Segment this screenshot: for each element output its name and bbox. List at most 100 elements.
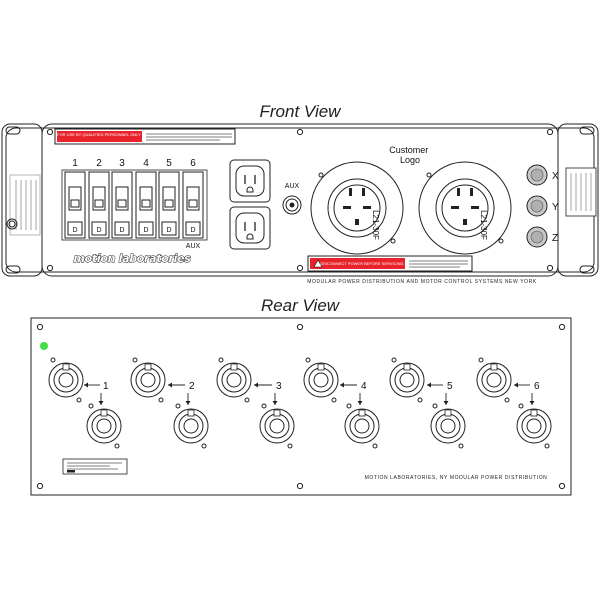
rear-footer-text: MOTION LABORATORIES, NY MODULAR POWER DI… — [365, 475, 548, 481]
screw-icon — [318, 172, 324, 178]
indicator-y — [526, 195, 548, 217]
connector-rating-label: L21-30F — [479, 210, 488, 240]
down-arrow-icon — [272, 393, 278, 405]
screw-icon — [498, 238, 504, 244]
channel-number: 2 — [189, 381, 195, 392]
screw-icon — [546, 128, 554, 136]
l21-30-connector-1[interactable]: L21-30F — [310, 161, 404, 255]
circuit-breaker-4[interactable]: D — [135, 171, 157, 239]
rear-channel-1: 1 — [48, 357, 122, 449]
down-arrow-icon — [443, 393, 449, 405]
circuit-breaker-3[interactable]: D — [111, 171, 133, 239]
front-faceplate — [41, 123, 559, 277]
l21-30-connector-2[interactable]: L21-30F — [418, 161, 512, 255]
left-arrow-icon — [84, 382, 100, 388]
screw-icon — [458, 443, 464, 449]
speakon-input-connector[interactable] — [303, 362, 339, 398]
down-arrow-icon — [98, 393, 104, 405]
status-led — [40, 342, 48, 350]
down-arrow-icon — [529, 393, 535, 405]
screw-icon — [346, 403, 352, 409]
screw-icon — [331, 397, 337, 403]
left-arrow-icon — [427, 382, 443, 388]
rack-slot — [579, 265, 595, 274]
screw-icon — [261, 403, 267, 409]
front-view-title: Front View — [260, 102, 343, 121]
aux-jack[interactable] — [282, 195, 302, 215]
indicator-z — [526, 226, 548, 248]
rear-info-label — [62, 458, 128, 475]
screw-icon — [426, 172, 432, 178]
circuit-breaker-1[interactable]: D — [64, 171, 86, 239]
breaker-bank: D D D D D — [61, 169, 208, 241]
rear-channel-2: 2 — [130, 357, 209, 449]
rear-channel-3: 3 — [216, 357, 295, 449]
rear-panel — [30, 317, 572, 496]
screw-icon — [558, 323, 566, 331]
breaker-number: 1 — [72, 158, 78, 169]
speakon-output-connector[interactable] — [259, 408, 295, 444]
customer-logo: Customer Logo — [389, 145, 431, 165]
screw-icon — [158, 397, 164, 403]
breaker-handle-label: D — [143, 227, 148, 234]
screw-icon — [296, 482, 304, 490]
down-arrow-icon — [357, 393, 363, 405]
left-arrow-icon — [254, 382, 272, 388]
connector-rating-label: L21-30F — [371, 210, 380, 240]
speakon-output-connector[interactable] — [516, 408, 552, 444]
indicator-x — [526, 164, 548, 186]
rack-slot — [579, 126, 595, 135]
speakon-output-connector[interactable] — [173, 408, 209, 444]
screw-icon — [390, 238, 396, 244]
speakon-output-connector[interactable] — [430, 408, 466, 444]
screw-icon — [36, 323, 44, 331]
axis-label: Z — [552, 233, 558, 244]
speakon-input-connector[interactable] — [476, 362, 512, 398]
circuit-breaker-2[interactable]: D — [88, 171, 110, 239]
rack-slot — [5, 265, 21, 274]
channel-number: 1 — [103, 381, 109, 392]
axis-label: Y — [552, 202, 559, 213]
breaker-number: 6 — [190, 158, 196, 169]
screw-icon — [114, 443, 120, 449]
axis-label: X — [552, 171, 559, 182]
rear-channel-4: 4 — [303, 357, 380, 449]
left-arrow-icon — [168, 382, 185, 388]
breaker-handle-label: D — [119, 227, 124, 234]
rear-channel-6: 6 — [476, 357, 552, 449]
duplex-outlet-top[interactable] — [229, 159, 271, 203]
screw-icon — [296, 264, 304, 272]
down-arrow-icon — [185, 393, 191, 405]
rack-slot — [5, 126, 21, 135]
screw-icon — [50, 357, 56, 363]
breaker-handle-label: D — [166, 227, 171, 234]
screw-icon — [417, 397, 423, 403]
speakon-input-connector[interactable] — [389, 362, 425, 398]
speakon-input-connector[interactable] — [48, 362, 84, 398]
breaker-number: 5 — [166, 158, 172, 169]
screw-icon — [46, 264, 54, 272]
screw-icon — [305, 357, 311, 363]
screw-icon — [372, 443, 378, 449]
speakon-input-connector[interactable] — [130, 362, 166, 398]
warning-label-bottom: DISCONNECT POWER BEFORE SERVICING — [307, 255, 473, 272]
duplex-outlet-bottom[interactable] — [229, 206, 271, 250]
breaker-number: 4 — [143, 158, 149, 169]
front-footer-text: MODULAR POWER DISTRIBUTION AND MOTOR CON… — [307, 279, 537, 285]
left-arrow-icon — [514, 382, 530, 388]
brand-logo: motion laboratories — [73, 252, 191, 265]
side-spec-label — [9, 174, 41, 236]
circuit-breaker-5[interactable]: D — [158, 171, 180, 239]
screw-icon — [544, 443, 550, 449]
screw-icon — [46, 128, 54, 136]
aux-breaker-label: AUX — [186, 243, 201, 250]
circuit-breaker-6[interactable]: D — [182, 171, 204, 239]
speakon-output-connector[interactable] — [344, 408, 380, 444]
breaker-number-row: 1 2 3 4 5 6 — [72, 158, 196, 169]
screw-icon — [296, 323, 304, 331]
left-arrow-icon — [340, 382, 357, 388]
speakon-output-connector[interactable] — [86, 408, 122, 444]
speakon-input-connector[interactable] — [216, 362, 252, 398]
breaker-number: 2 — [96, 158, 102, 169]
